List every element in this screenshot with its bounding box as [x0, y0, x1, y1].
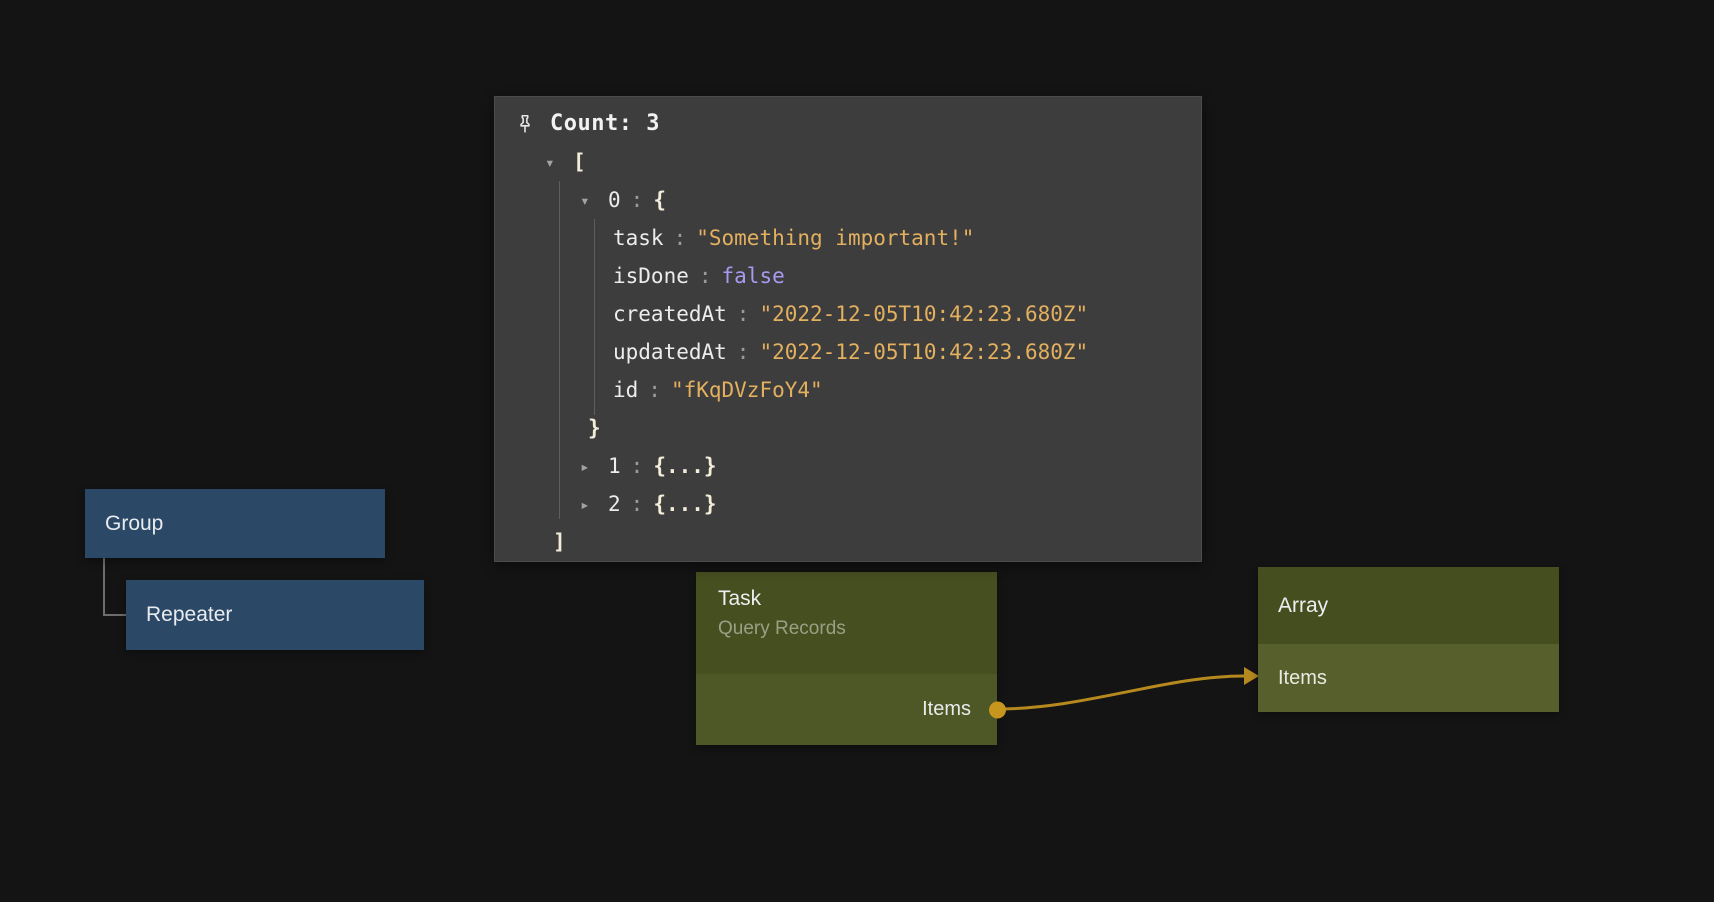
colon: : [630, 188, 644, 212]
chevron-down-icon[interactable]: ▾ [545, 152, 555, 172]
colon: : [630, 492, 644, 516]
prop-key: task [613, 226, 664, 250]
prop-key: isDone [613, 264, 689, 288]
tree-row-item-0-close: } [495, 409, 1201, 447]
colon: : [673, 226, 687, 250]
node-array[interactable]: Array Items [1258, 567, 1559, 712]
pin-icon[interactable] [513, 112, 537, 136]
colon: : [736, 302, 750, 326]
collapsed-object: {...} [653, 492, 717, 516]
output-port-label: Items [922, 698, 971, 720]
tree-row-item-2[interactable]: ▸ 2: {...} [495, 485, 1201, 523]
input-port-label: Items [1278, 666, 1327, 689]
prop-key: id [613, 378, 639, 402]
output-port-dot[interactable] [989, 701, 1006, 718]
json-tree: ▾[ ▾0:{ task:"Something important!" isDo… [495, 143, 1201, 561]
node-array-header[interactable]: Array [1258, 567, 1559, 644]
node-task-header[interactable]: Task Query Records [696, 572, 997, 674]
wire-arrowhead-icon [1244, 667, 1259, 685]
node-group[interactable]: Group [85, 489, 385, 558]
data-inspector-panel: Count: 3 ▾[ ▾0:{ task:"Something importa… [494, 96, 1202, 562]
tree-guide-line [594, 219, 595, 415]
colon: : [648, 378, 661, 402]
node-task-title: Task [718, 587, 762, 610]
tree-row-prop-createdat: createdAt: "2022-12-05T10:42:23.680Z" [495, 295, 1201, 333]
prop-value: "Something important!" [696, 226, 975, 250]
tree-row-array-close: ] [495, 523, 1201, 561]
tree-row-prop-isdone: isDone: false [495, 257, 1201, 295]
item-index: 2 [608, 492, 621, 516]
prop-value: "2022-12-05T10:42:23.680Z" [759, 302, 1089, 326]
tree-row-prop-updatedat: updatedAt: "2022-12-05T10:42:23.680Z" [495, 333, 1201, 371]
node-array-input-row-items[interactable]: Items [1258, 644, 1559, 712]
node-group-label: Group [105, 511, 164, 535]
open-brace: { [653, 188, 666, 212]
hierarchy-connector-horizontal [103, 614, 126, 616]
close-brace: } [588, 416, 601, 440]
tree-guide-line [559, 181, 560, 519]
node-array-title: Array [1278, 593, 1329, 617]
inspector-header: Count: 3 [495, 97, 1201, 136]
chevron-right-icon[interactable]: ▸ [580, 456, 590, 476]
node-repeater-label: Repeater [146, 603, 233, 626]
collapsed-object: {...} [653, 454, 717, 478]
tree-row-item-0[interactable]: ▾ 0: { [495, 181, 1201, 219]
colon: : [698, 264, 712, 288]
open-bracket: [ [573, 150, 586, 174]
node-repeater[interactable]: Repeater [126, 580, 424, 650]
chevron-down-icon[interactable]: ▾ [580, 190, 590, 210]
node-task-query-records[interactable]: Task Query Records Items [696, 572, 1006, 745]
node-task-subtitle: Query Records [718, 618, 846, 639]
inspector-count-title: Count: 3 [550, 111, 660, 136]
tree-row-prop-id: id: "fKqDVzFoY4" [495, 371, 1201, 409]
chevron-right-icon[interactable]: ▸ [580, 494, 590, 514]
node-task-output-row-items[interactable]: Items [696, 674, 1006, 745]
item-index: 1 [608, 454, 621, 478]
hierarchy-connector-vertical [103, 558, 105, 616]
prop-value: "fKqDVzFoY4" [670, 378, 823, 402]
tree-row-prop-task: task: "Something important!" [495, 219, 1201, 257]
item-index: 0 [608, 188, 621, 212]
colon: : [630, 454, 644, 478]
tree-row-array-open[interactable]: ▾[ [495, 143, 1201, 181]
prop-value: "2022-12-05T10:42:23.680Z" [759, 340, 1089, 364]
prop-key: createdAt [613, 302, 727, 326]
connection-wire [996, 674, 1245, 711]
prop-value: false [721, 264, 785, 288]
tree-row-item-1[interactable]: ▸ 1: {...} [495, 447, 1201, 485]
colon: : [736, 340, 750, 364]
close-bracket: ] [553, 530, 566, 554]
prop-key: updatedAt [613, 340, 727, 364]
